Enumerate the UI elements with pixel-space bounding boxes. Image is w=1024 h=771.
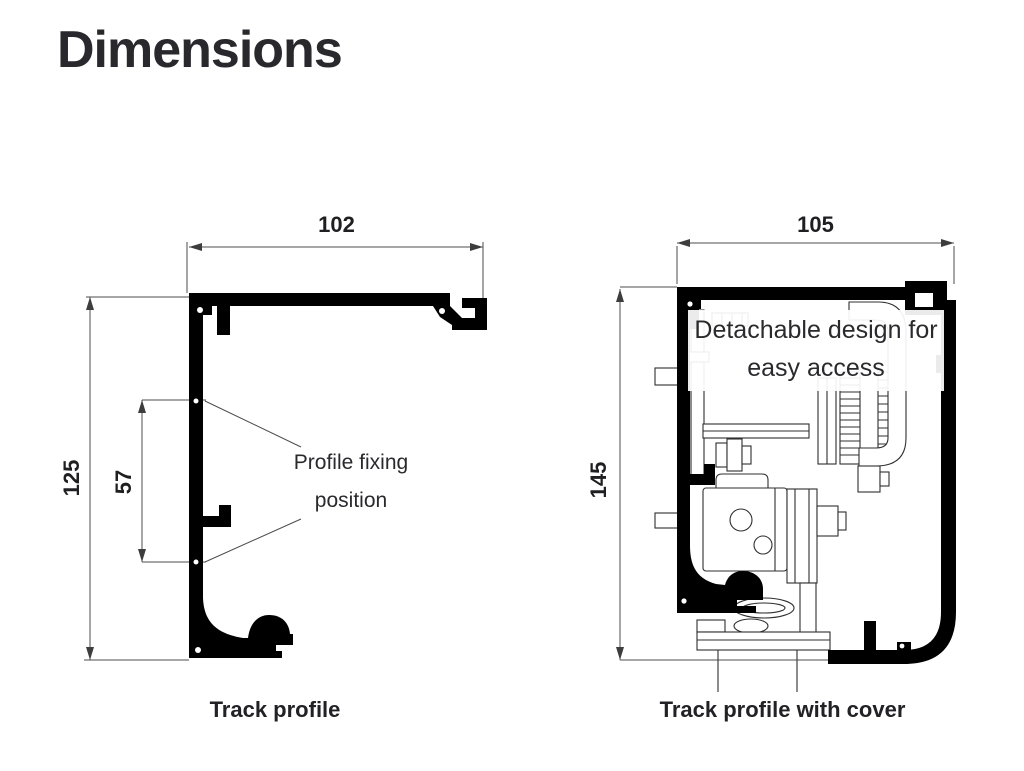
caption-track-profile-with-cover: Track profile with cover xyxy=(659,697,906,722)
profile-fixing-annotation: Profile fixing position xyxy=(293,451,409,512)
dimension-height-cover: 145 xyxy=(586,461,611,499)
page-title: Dimensions xyxy=(57,21,343,79)
track-profile-shape xyxy=(189,293,487,658)
leader-lines xyxy=(204,400,302,563)
cover-dimension-lines xyxy=(616,239,955,661)
dimension-height-track-profile: 125 xyxy=(59,459,84,497)
track-profile-diagram xyxy=(84,242,487,661)
dimension-width-track-profile: 102 xyxy=(318,212,355,237)
track-profile-cutouts xyxy=(193,307,445,653)
detachable-design-annotation: Detachable design for easy access xyxy=(688,310,944,391)
cover-profile-cutouts xyxy=(681,293,933,649)
caption-track-profile: Track profile xyxy=(209,697,341,722)
dimension-width-cover: 105 xyxy=(797,212,834,237)
dimension-fixing-span: 57 xyxy=(111,469,136,495)
track-profile-with-cover-diagram xyxy=(616,239,956,692)
